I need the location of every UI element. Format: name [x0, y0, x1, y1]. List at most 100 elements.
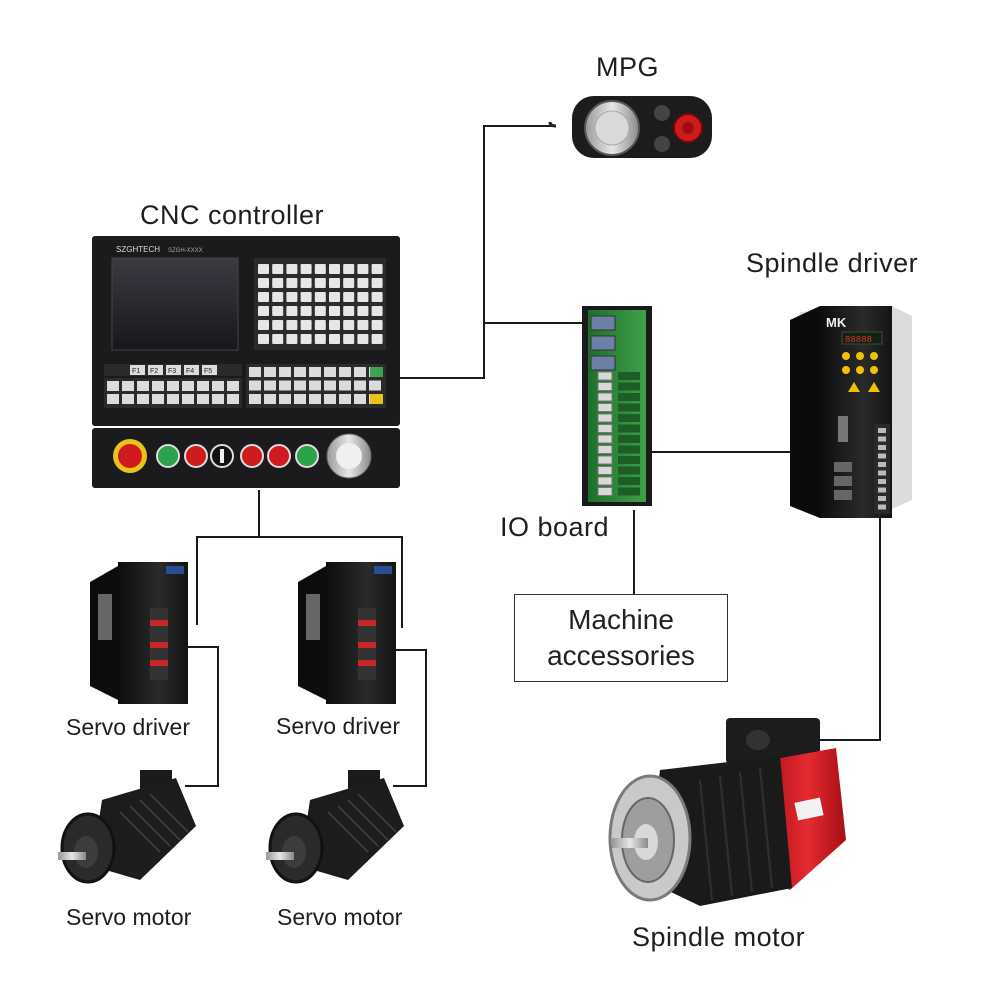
io-relay	[597, 371, 613, 381]
spindle-terminal	[878, 470, 886, 476]
servo-driver-1	[90, 562, 188, 704]
spindle-motor-title: Spindle motor	[632, 922, 806, 952]
cnc-key	[212, 394, 224, 404]
cnc-key	[286, 264, 298, 274]
cnc-right-keys	[249, 367, 383, 404]
io-relay	[597, 466, 613, 475]
cnc-key	[354, 380, 366, 391]
cnc-key	[249, 367, 261, 377]
cnc-key	[279, 394, 291, 404]
spindle-driver-display-text: 88888	[845, 335, 872, 345]
io-terminal	[618, 466, 640, 475]
cnc-key	[339, 367, 351, 377]
cnc-key	[258, 278, 269, 288]
io-relay	[597, 455, 613, 465]
cnc-key	[300, 292, 312, 302]
cnc-key	[343, 264, 355, 274]
cnc-key	[329, 320, 340, 330]
cnc-key	[122, 381, 134, 391]
cnc-key	[286, 306, 298, 316]
cnc-key	[294, 367, 306, 377]
cnc-key	[324, 394, 336, 404]
cnc-key	[371, 320, 383, 330]
cnc-key	[309, 367, 321, 377]
cnc-key	[343, 334, 355, 344]
servo-driver-2	[298, 562, 396, 704]
cnc-key	[314, 292, 326, 302]
cnc-key	[357, 306, 369, 316]
cnc-to-mpg-line	[398, 125, 556, 379]
cnc-key	[371, 334, 383, 344]
servo-driver-2-label: Servo driver	[276, 713, 400, 739]
cnc-key	[258, 264, 269, 274]
cnc-key	[339, 394, 351, 404]
cnc-to-servo2-line	[259, 536, 403, 628]
cnc-key	[264, 394, 276, 404]
cnc-key	[314, 320, 326, 330]
cnc-key	[354, 367, 366, 377]
io-relay	[597, 476, 613, 486]
cnc-key	[343, 278, 355, 288]
cnc-key	[279, 367, 291, 377]
cnc-key	[294, 380, 306, 391]
cnc-key	[279, 380, 291, 391]
cnc-key	[371, 292, 383, 302]
io-board-title: IO board	[500, 512, 610, 542]
cnc-key	[107, 394, 119, 404]
io-terminal	[618, 477, 640, 485]
io-terminal	[618, 393, 640, 401]
servo-motor-2	[266, 770, 404, 884]
spindle-driver-title: Spindle driver	[746, 248, 919, 278]
spindle-motor	[608, 718, 846, 906]
cnc-key	[343, 320, 355, 330]
cnc-lower-keys	[107, 381, 239, 404]
cnc-key	[167, 381, 179, 391]
cnc-key	[272, 292, 284, 302]
cnc-key	[357, 320, 369, 330]
cnc-key	[182, 381, 194, 391]
cnc-key	[212, 381, 224, 391]
cnc-key	[227, 394, 239, 404]
cnc-key	[371, 264, 383, 274]
cnc-key	[354, 394, 366, 404]
cnc-key	[314, 334, 326, 344]
cnc-key	[286, 320, 298, 330]
cnc-key	[107, 381, 119, 391]
cnc-fkey	[148, 365, 163, 375]
cnc-key	[258, 292, 269, 302]
spindle-terminal	[878, 479, 886, 484]
cnc-key	[300, 334, 312, 344]
cnc-key	[314, 306, 326, 316]
spindle-terminal	[878, 487, 886, 493]
io-relay	[597, 403, 613, 412]
io-terminal	[618, 382, 640, 391]
spindle-driver-brand-text: MK	[826, 315, 847, 330]
io-relays	[597, 371, 640, 496]
cnc-key	[272, 320, 284, 330]
cnc-key	[329, 292, 340, 302]
io-relay	[597, 487, 613, 496]
cnc-key	[369, 380, 381, 391]
io-relay	[597, 424, 613, 433]
io-terminal	[618, 424, 640, 433]
servo1-to-motor1-line	[180, 646, 219, 787]
io-terminal	[618, 372, 640, 380]
cnc-key	[314, 264, 326, 274]
cnc-key	[300, 306, 312, 316]
cnc-keypad	[258, 264, 383, 344]
cnc-model-text: SZGH-XXXX	[168, 248, 203, 254]
cnc-fkey	[130, 365, 145, 375]
cnc-key	[294, 394, 306, 404]
cnc-fkey	[166, 365, 181, 375]
spindle-terminal	[878, 462, 886, 467]
cnc-fkey-label: F1	[132, 368, 140, 375]
cnc-controller-title: CNC controller	[140, 200, 325, 230]
cnc-key	[286, 292, 298, 302]
io-relay	[597, 392, 613, 402]
cnc-key	[324, 380, 336, 391]
cnc-key	[182, 394, 194, 404]
accessories-line-1: Machine	[568, 604, 674, 635]
spindle-terminal	[878, 436, 886, 442]
